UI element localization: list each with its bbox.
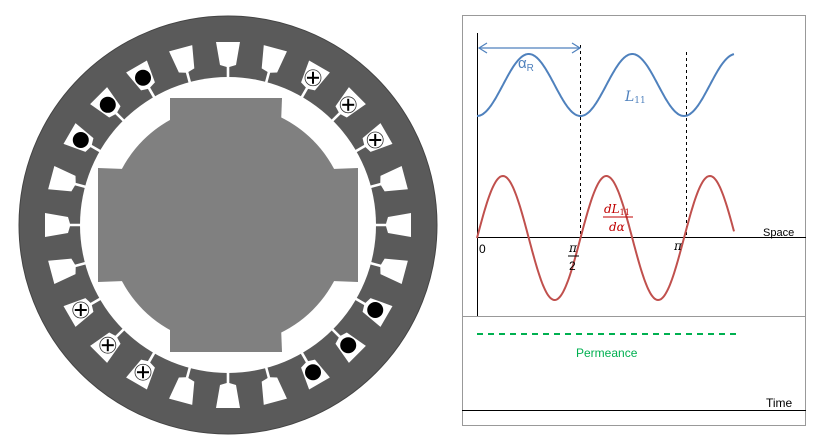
coil-out-dot-icon (340, 337, 357, 354)
stator-slot (90, 87, 126, 123)
stator-slot (330, 327, 366, 363)
rotor-pole-left (98, 168, 150, 282)
rotor-pole-bottom (170, 300, 282, 352)
alpha-r-label: αR (518, 55, 534, 74)
stator-slot (216, 42, 240, 79)
coil-out-dot-icon (135, 69, 151, 86)
coil-out-dot-icon (367, 302, 384, 318)
tick-pi-half: π 2 (568, 241, 579, 273)
coil-in-plus-icon (339, 96, 357, 114)
stator-slot (169, 45, 195, 85)
rotor-pole-right (306, 168, 358, 282)
rotor-body (108, 105, 348, 345)
dl11-dalpha-label: dL11 dα (603, 202, 633, 234)
stator-slot (299, 60, 330, 100)
svg-text:dL11: dL11 (604, 202, 630, 217)
coil-in-plus-icon (99, 336, 117, 354)
stator-slot (353, 123, 393, 154)
stator-slot (368, 258, 408, 284)
dl11-curve (476, 174, 735, 302)
stator-slot (374, 213, 411, 237)
panel-border (462, 15, 806, 426)
coil-in-plus-icon (134, 363, 152, 381)
tick-pi: π (673, 239, 683, 253)
coil-in-plus-icon (366, 131, 384, 149)
coil-out-dot-icon (305, 364, 321, 381)
motor-cross-section (18, 15, 438, 435)
svg-text:π: π (568, 241, 578, 255)
time-label: Time (766, 396, 793, 410)
l11-label: L11 (624, 89, 646, 106)
coil-out-dot-icon (72, 132, 89, 148)
stator-slot (368, 166, 408, 192)
stator-slot (126, 60, 157, 100)
alpha-r-arrow (477, 42, 582, 54)
stator-slots (45, 42, 411, 408)
stator-slot (299, 350, 330, 390)
stator-slot (63, 123, 103, 154)
stator-slot (261, 45, 287, 85)
stator-slot (48, 166, 88, 192)
stator-slot (63, 296, 103, 327)
stator-slot (45, 213, 82, 237)
stator-slot (261, 365, 287, 405)
stator-slot (90, 327, 126, 363)
stator-slot (48, 258, 88, 284)
coil-out-dot-icon (99, 96, 116, 113)
svg-text:2: 2 (569, 259, 576, 273)
stator-slot (330, 87, 366, 123)
stator-slot (169, 365, 195, 405)
rotor-pole-top (170, 98, 282, 150)
stator-slot (216, 371, 240, 408)
coil-in-plus-icon (72, 301, 90, 319)
graph-panel: αR L11 dL11 dα 0 π 2 π Space Permeance T… (462, 15, 806, 426)
space-label: Space (763, 227, 794, 239)
stator-slot (126, 350, 157, 390)
coil-in-plus-icon (304, 69, 322, 87)
svg-text:dα: dα (609, 220, 625, 234)
stator-slot (353, 296, 393, 327)
permeance-label: Permeance (576, 346, 638, 360)
l11-curve (476, 53, 735, 118)
rotor (98, 98, 358, 352)
tick-zero: 0 (479, 242, 486, 256)
